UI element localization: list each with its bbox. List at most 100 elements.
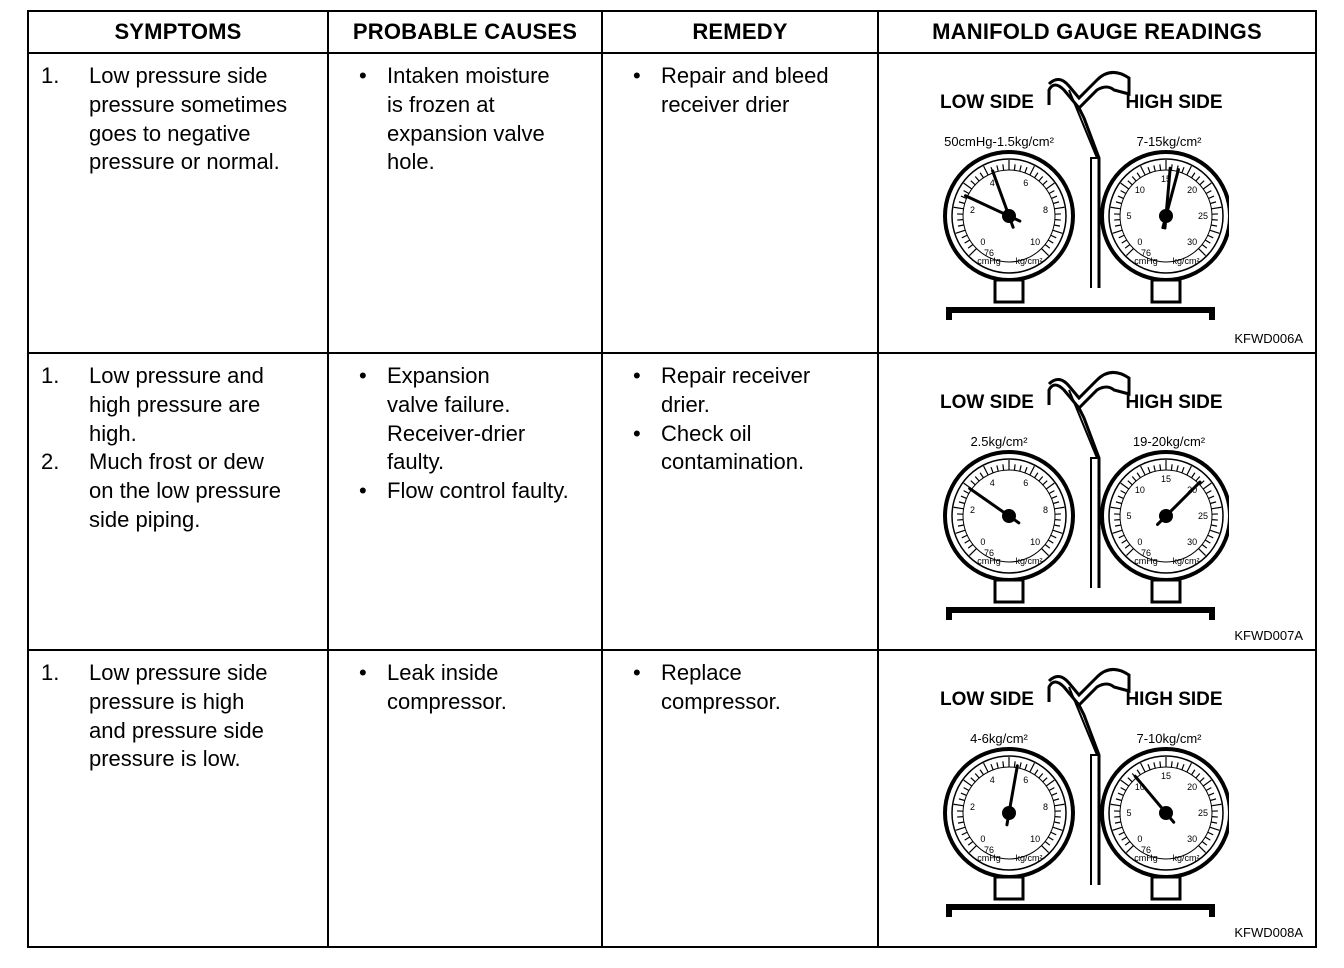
low-unit-label: cmHg — [977, 853, 1001, 863]
high-tick-label: 10 — [1135, 485, 1145, 495]
low-tick-label: 6 — [1023, 178, 1028, 188]
low-unit-label: cmHg — [977, 556, 1001, 566]
low-tick-label: 8 — [1043, 205, 1048, 215]
header-row: SYMPTOMS PROBABLE CAUSES REMEDY MANIFOLD… — [27, 10, 1317, 54]
high-side-label: HIGH SIDE — [1125, 392, 1222, 413]
high-tick-label: 20 — [1187, 782, 1197, 792]
high-tick-label: 0 — [1137, 834, 1142, 844]
low-side-reading: 50cmHg-1.5kg/cm² — [944, 134, 1054, 149]
high-unit-label: kg/cm² — [1173, 556, 1200, 566]
high-tick-label: 15 — [1161, 474, 1171, 484]
bullet-icon: • — [359, 660, 367, 685]
header-symptoms: SYMPTOMS — [27, 10, 329, 54]
header-probable-causes: PROBABLE CAUSES — [327, 10, 603, 54]
item-number: 1. — [41, 660, 60, 685]
high-tick-label: 25 — [1198, 211, 1208, 221]
low-tick-label: 0 — [980, 834, 985, 844]
cause-item: • Flow control faulty. — [329, 477, 601, 506]
high-tick-label: 25 — [1198, 511, 1208, 521]
high-unit-label: 76 — [1141, 548, 1151, 558]
bullet-icon: • — [633, 363, 641, 388]
bullet-icon: • — [633, 420, 641, 446]
cause-text: Flow control faulty. — [387, 478, 569, 504]
high-tick-label: 5 — [1126, 808, 1131, 818]
figure-code: KFWD006A — [1234, 331, 1303, 346]
low-tick-label: 0 — [980, 537, 985, 547]
high-tick-label: 0 — [1137, 537, 1142, 547]
high-unit-label: 76 — [1141, 248, 1151, 258]
low-tick-label: 6 — [1023, 478, 1028, 488]
low-unit-label: cmHg — [977, 256, 1001, 266]
header-remedy: REMEDY — [601, 10, 879, 54]
bullet-icon: • — [359, 478, 367, 504]
low-tick-label: 8 — [1043, 505, 1048, 515]
high-tick-label: 15 — [1161, 771, 1171, 781]
low-unit-label: kg/cm² — [1016, 853, 1043, 863]
low-side-reading: 2.5kg/cm² — [970, 434, 1028, 449]
high-tick-label: 25 — [1198, 808, 1208, 818]
high-unit-label: kg/cm² — [1173, 853, 1200, 863]
low-unit-label: 76 — [984, 845, 994, 855]
figure-code: KFWD007A — [1234, 628, 1303, 643]
high-unit-label: 76 — [1141, 845, 1151, 855]
low-side-label: LOW SIDE — [940, 392, 1034, 413]
item-number: 1. — [41, 363, 60, 388]
high-unit-label: cmHg — [1134, 556, 1158, 566]
low-tick-label: 2 — [970, 505, 975, 515]
troubleshooting-table: SYMPTOMS PROBABLE CAUSES REMEDY MANIFOLD… — [27, 10, 1317, 948]
high-tick-label: 5 — [1126, 511, 1131, 521]
low-unit-label: 76 — [984, 548, 994, 558]
bullet-icon: • — [633, 660, 641, 685]
high-side-label: HIGH SIDE — [1125, 92, 1222, 113]
bullet-icon: • — [359, 63, 367, 88]
low-unit-label: kg/cm² — [1016, 556, 1043, 566]
low-unit-label: 76 — [984, 248, 994, 258]
high-tick-label: 15 — [1161, 174, 1171, 184]
low-tick-label: 6 — [1023, 775, 1028, 785]
low-side-label: LOW SIDE — [940, 92, 1034, 113]
low-side-label: LOW SIDE — [940, 689, 1034, 710]
high-side-reading: 19-20kg/cm² — [1133, 434, 1206, 449]
high-tick-label: 30 — [1187, 834, 1197, 844]
high-unit-label: cmHg — [1134, 256, 1158, 266]
high-tick-label: 5 — [1126, 211, 1131, 221]
low-tick-label: 10 — [1030, 237, 1040, 247]
high-side-label: HIGH SIDE — [1125, 689, 1222, 710]
high-tick-label: 20 — [1187, 185, 1197, 195]
header-gauge-readings: MANIFOLD GAUGE READINGS — [877, 10, 1317, 54]
high-unit-label: cmHg — [1134, 853, 1158, 863]
high-tick-label: 30 — [1187, 537, 1197, 547]
low-tick-label: 0 — [980, 237, 985, 247]
